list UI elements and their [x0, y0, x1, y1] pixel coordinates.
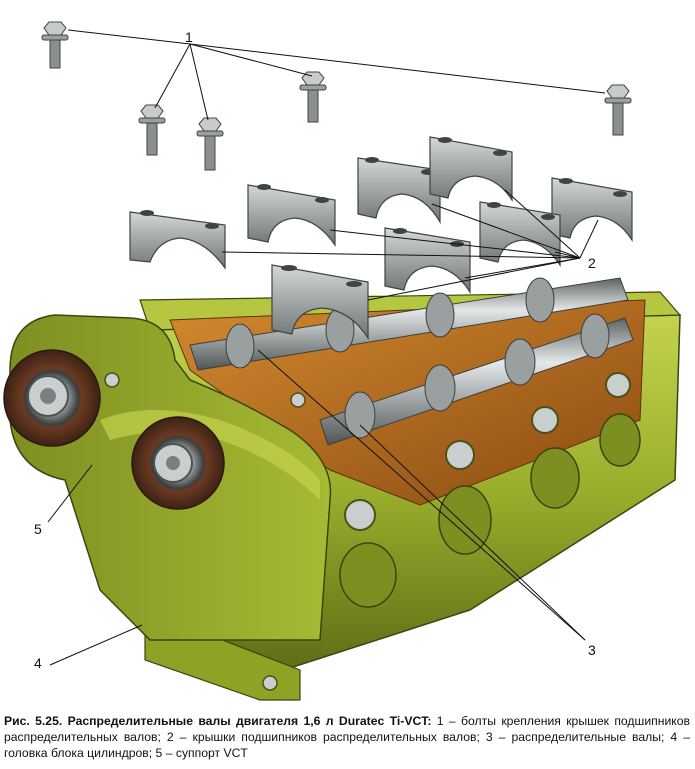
caption-text: 1 – болты крепления крышек подшипников р…	[4, 714, 690, 760]
callout-1: 1	[185, 29, 193, 45]
callout-5: 5	[34, 521, 42, 537]
bearing-cap	[551, 177, 633, 243]
bolt	[299, 71, 327, 123]
figure-caption: Рис. 5.25. Распределительные валы двигат…	[4, 713, 690, 761]
vct-pulley-right	[131, 416, 225, 510]
callout-3: 3	[588, 642, 596, 658]
bolt	[604, 84, 632, 136]
bearing-cap	[271, 264, 369, 341]
caption-title: Рис. 5.25. Распределительные валы двигат…	[4, 714, 432, 728]
bearing-cap	[247, 184, 336, 247]
camshaft-illustration: 1 2 3 4 5	[3, 21, 682, 701]
vct-pulley-left	[3, 349, 101, 447]
callout-4: 4	[34, 655, 42, 671]
camshaft-exhaust	[319, 313, 634, 446]
bolt	[138, 104, 166, 156]
bearing-cap	[429, 136, 513, 203]
bearing-caps	[129, 136, 633, 341]
callout-2: 2	[588, 255, 596, 271]
bearing-cap	[357, 157, 441, 225]
bolt	[41, 21, 69, 69]
camshaft-intake	[189, 277, 629, 371]
cap-bolts	[41, 21, 632, 171]
bearing-cap	[129, 210, 226, 270]
bearing-cap	[479, 201, 561, 268]
bolt	[196, 117, 224, 171]
bearing-cap	[384, 227, 471, 295]
leader-lines	[47, 29, 606, 666]
